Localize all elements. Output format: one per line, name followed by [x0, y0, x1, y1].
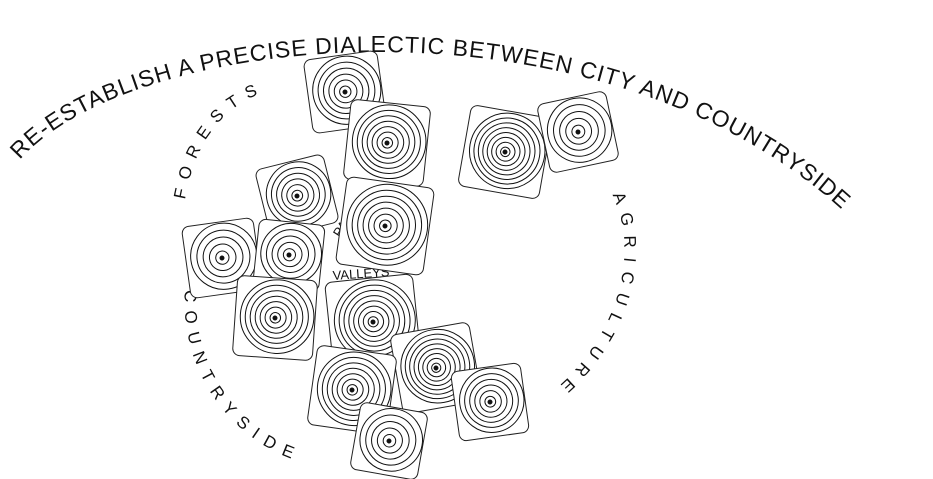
label-agriculture: AGRICULTURE	[551, 189, 640, 402]
page-title: RE-ESTABLISH A PRECISE DIALECTIC BETWEEN…	[5, 31, 857, 214]
forests-arc-text: FORESTS	[170, 77, 268, 200]
ring-tile	[335, 176, 434, 275]
ring-tile	[458, 105, 553, 200]
ring-tile	[536, 90, 619, 173]
agriculture-arc-text: AGRICULTURE	[551, 189, 640, 402]
ring-tile	[232, 275, 317, 360]
label-forests: FORESTS	[170, 77, 268, 200]
title-arc-text: RE-ESTABLISH A PRECISE DIALECTIC BETWEEN…	[5, 31, 857, 214]
ring-tile	[350, 402, 429, 479]
ring-tile	[450, 362, 529, 441]
ring-tile	[343, 99, 431, 187]
